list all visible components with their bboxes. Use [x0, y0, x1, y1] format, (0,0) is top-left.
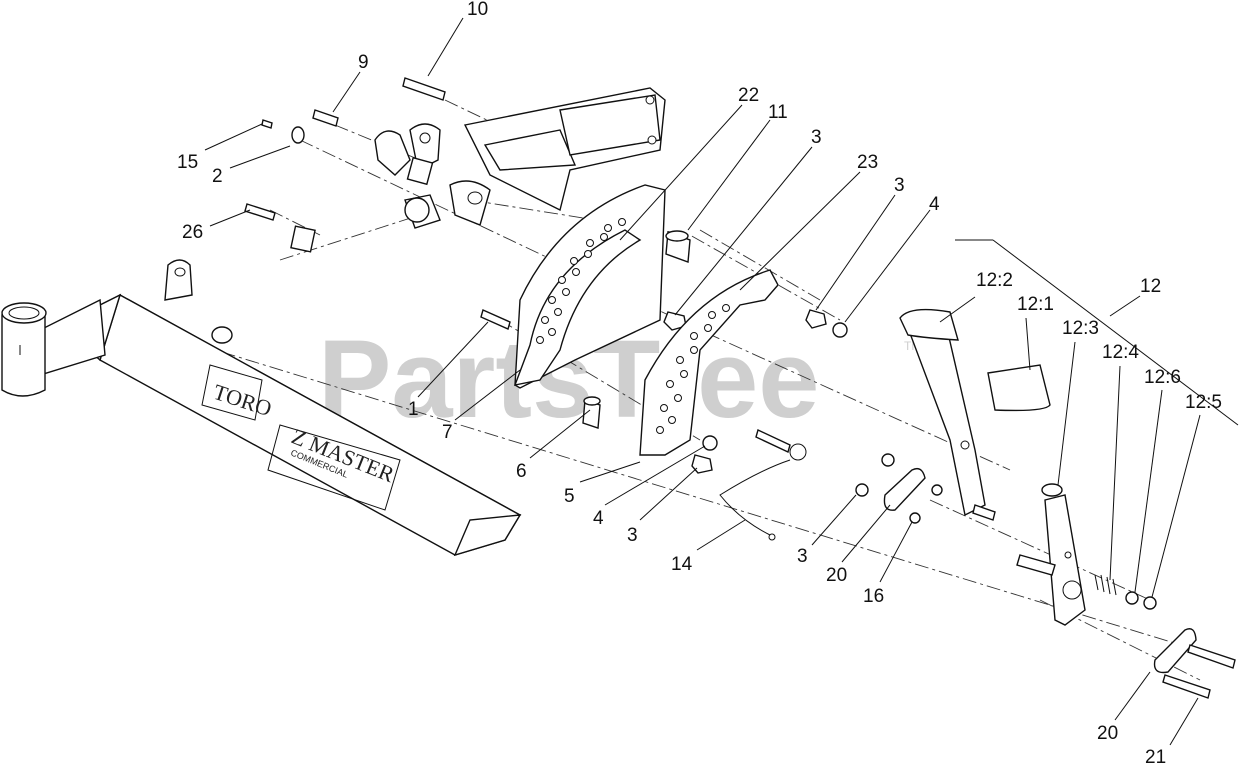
callout-21: 21 [1145, 747, 1166, 768]
hardware-bolts [244, 77, 848, 474]
callout-12-5: 12:5 [1185, 392, 1222, 413]
perforated-plate-inner [639, 269, 779, 456]
callout-12-2: 12:2 [976, 270, 1013, 291]
main-frame: TORO Z MASTER COMMERCIAL [1, 259, 522, 557]
perforated-plate-outer [513, 184, 666, 389]
callout-12-4: 12:4 [1102, 342, 1139, 363]
callout-labels: 10 9 15 2 26 22 11 3 23 3 4 12 12:2 12:1… [177, 0, 1222, 768]
plate-holes-inner [656, 304, 730, 434]
callout-4-bottom: 4 [593, 508, 604, 529]
callout-9: 9 [358, 52, 369, 73]
callout-3-right: 3 [894, 175, 905, 196]
callout-23: 23 [857, 152, 878, 173]
callout-26: 26 [182, 222, 203, 243]
callout-3-linkage: 3 [797, 546, 808, 567]
callout-2: 2 [212, 166, 223, 187]
callout-14: 14 [671, 554, 693, 575]
callout-3-bottom: 3 [627, 525, 638, 546]
hitch-pin [719, 429, 807, 541]
lever-assembly [1016, 483, 1157, 626]
callout-20-lower: 20 [1097, 723, 1118, 744]
callout-4-top: 4 [929, 194, 940, 215]
callout-3-top: 3 [811, 127, 822, 148]
callout-7: 7 [442, 422, 453, 443]
leader-lines [204, 17, 1239, 746]
callout-10: 10 [467, 0, 488, 20]
callout-12: 12 [1140, 276, 1161, 297]
linkage-plates [855, 453, 1236, 699]
callout-15: 15 [177, 152, 198, 173]
callout-16: 16 [863, 586, 884, 607]
pedal-assembly [899, 308, 1051, 521]
callout-5: 5 [564, 486, 575, 507]
upper-bracket [290, 87, 666, 253]
callout-12-3: 12:3 [1062, 318, 1099, 339]
callout-6: 6 [516, 461, 527, 482]
callout-20-upper: 20 [826, 565, 847, 586]
plate-holes-outer [536, 218, 626, 344]
callout-11: 11 [768, 102, 788, 123]
callout-1: 1 [408, 399, 419, 420]
callout-12-6: 12:6 [1144, 367, 1181, 388]
callout-22: 22 [738, 85, 759, 106]
callout-12-1: 12:1 [1017, 294, 1054, 315]
